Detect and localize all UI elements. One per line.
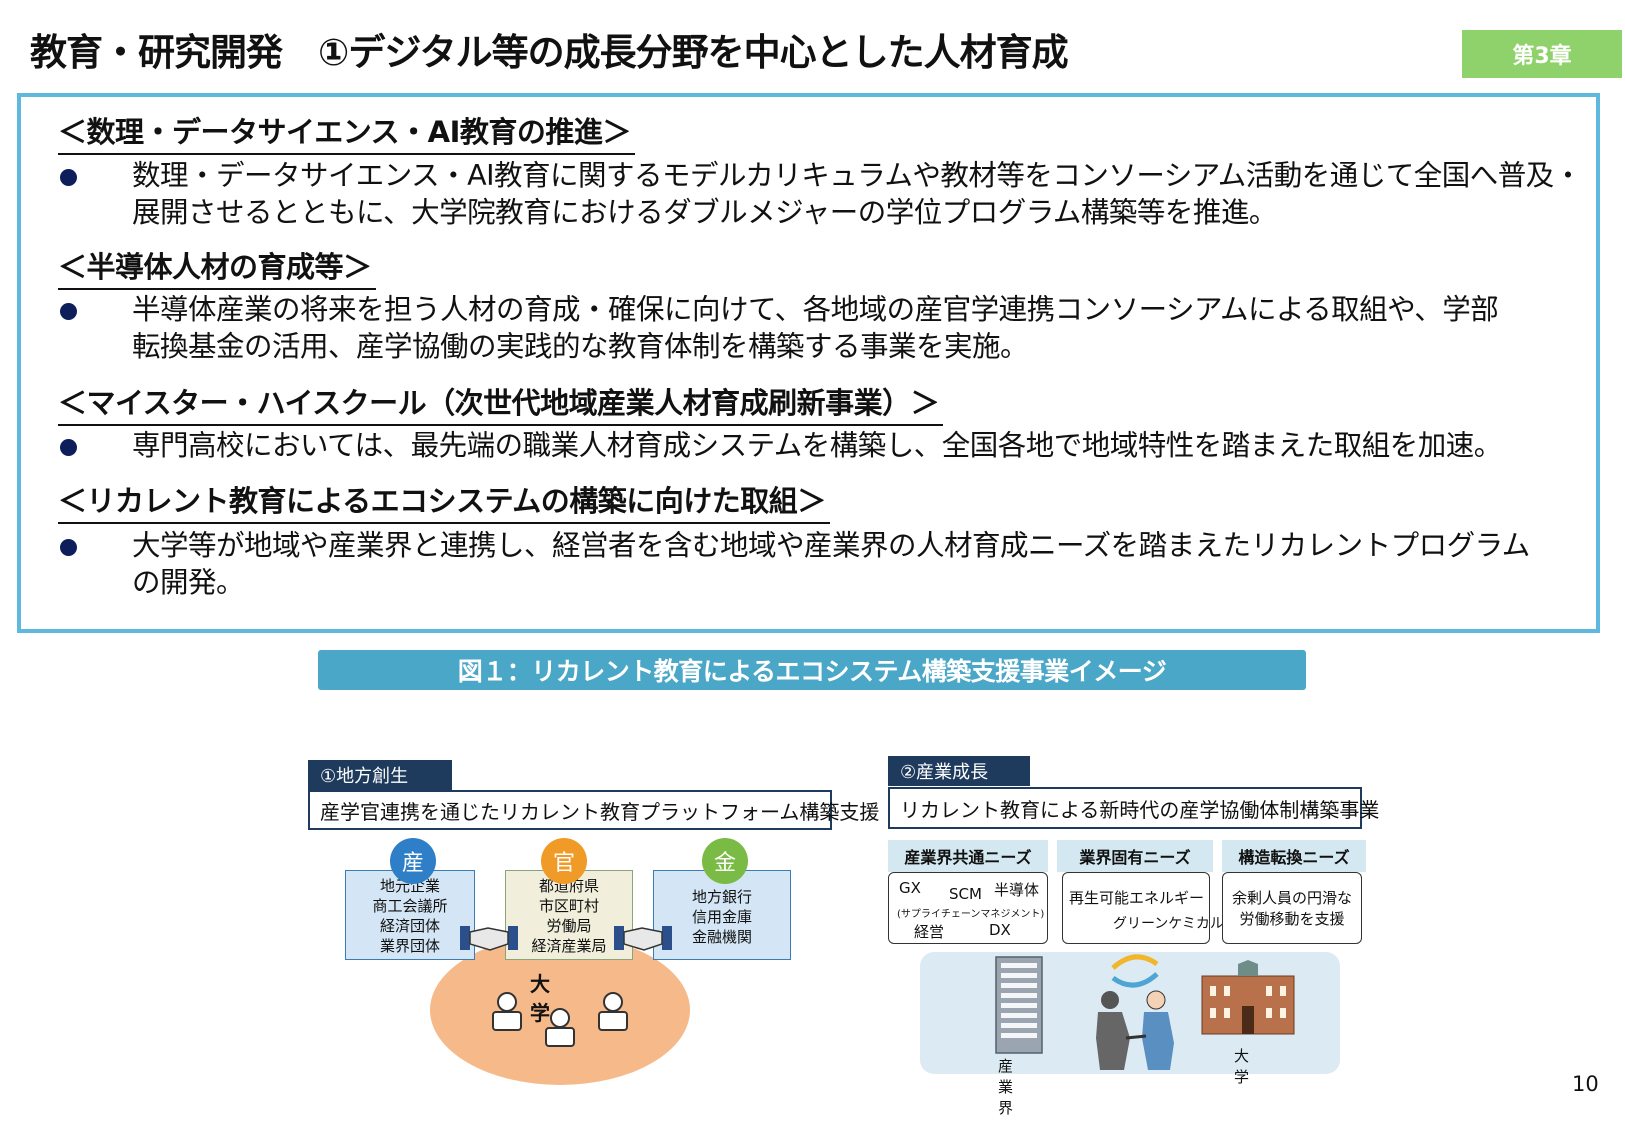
org-item: 地元企業 bbox=[379, 877, 440, 895]
org-item: 地方銀行 bbox=[691, 888, 752, 906]
needs-heading: 産業界共通ニーズ bbox=[888, 840, 1048, 872]
needs-item: 余剰人員の円滑な bbox=[1231, 889, 1352, 907]
chapter-badge: 第3章 bbox=[1462, 30, 1622, 78]
diagram-tab-label: ①地方創生 bbox=[308, 760, 452, 790]
figure-caption: 図１：リカレント教育によるエコシステム構築支援事業イメージ bbox=[318, 650, 1306, 690]
section-heading-math-ds-ai: ＜数理・データサイエンス・AI教育の推進＞ bbox=[58, 109, 635, 155]
needs-item: 労働移動を支援 bbox=[1239, 910, 1345, 928]
page-number: 10 bbox=[1572, 1072, 1599, 1096]
bullet-line: 数理・データサイエンス・AI教育に関するモデルカリキュラムや教材等をコンソーシア… bbox=[132, 159, 1582, 192]
needs-item: GX bbox=[899, 879, 921, 897]
org-item: 業界団体 bbox=[379, 937, 440, 955]
section-heading-meister-highschool: ＜マイスター・ハイスクール（次世代地域産業人材育成刷新事業）＞ bbox=[58, 380, 944, 426]
circle-industry-icon: 産 bbox=[390, 838, 436, 884]
bullet-dot-icon bbox=[60, 169, 77, 186]
org-item: 労働局 bbox=[546, 917, 592, 935]
university-label: 大学 bbox=[1234, 1047, 1250, 1086]
students-icon bbox=[492, 992, 628, 1047]
needs-item: 経営 bbox=[914, 923, 945, 941]
university-building-icon bbox=[1201, 960, 1295, 1035]
org-item: 金融機関 bbox=[691, 928, 752, 946]
bullet-line: 大学等が地域や産業界と連携し、経営者を含む地域や産業界の人材育成ニーズを踏まえた… bbox=[132, 529, 1530, 562]
diagram-tab-label: ②産業成長 bbox=[888, 756, 1030, 786]
needs-item: 再生可能エネルギー bbox=[1069, 889, 1205, 907]
needs-box-industry-specific: 再生可能エネルギー グリーンケミカル bbox=[1062, 872, 1224, 944]
needs-heading: 構造転換ニーズ bbox=[1222, 840, 1366, 872]
office-building-icon bbox=[995, 956, 1043, 1054]
page-title: 教育・研究開発 ①デジタル等の成長分野を中心とした人材育成 bbox=[30, 31, 1069, 74]
bullet-line: 専門高校においては、最先端の職業人材育成システムを構築し、全国各地で地域特性を踏… bbox=[132, 429, 1502, 462]
university-label: 大学 bbox=[530, 972, 550, 1025]
needs-item: (サプライチェーンマネジメント) bbox=[897, 909, 1045, 920]
org-item: 商工会議所 bbox=[372, 897, 448, 915]
needs-item: グリーンケミカル bbox=[1113, 916, 1224, 932]
bullet-line: 展開させるとともに、大学院教育におけるダブルメジャーの学位プログラム構築等を推進… bbox=[132, 196, 1277, 229]
needs-box-structural: 余剰人員の円滑な 労働移動を支援 bbox=[1222, 872, 1362, 944]
bullet-line: の開発。 bbox=[132, 566, 245, 599]
bullet-dot-icon bbox=[60, 539, 77, 556]
bullet-line: 転換基金の活用、産学協働の実践的な教育体制を構築する事業を実施。 bbox=[132, 330, 1029, 363]
circle-finance-icon: 金 bbox=[702, 838, 748, 884]
needs-item: DX bbox=[989, 921, 1011, 939]
handshake-icon bbox=[460, 926, 518, 951]
needs-heading: 業界固有ニーズ bbox=[1057, 840, 1213, 872]
bullet-dot-icon bbox=[60, 303, 77, 320]
bullet-item: 数理・データサイエンス・AI教育に関するモデルカリキュラムや教材等をコンソーシア… bbox=[58, 157, 1598, 231]
bullet-line: 半導体産業の将来を担う人材の育成・確保に向けて、各地域の産官学連携コンソーシアム… bbox=[132, 293, 1499, 326]
needs-item: 半導体 bbox=[994, 881, 1040, 899]
handshake-icon bbox=[614, 926, 672, 951]
org-item: 経済団体 bbox=[379, 917, 440, 935]
content-box: ＜数理・データサイエンス・AI教育の推進＞ 数理・データサイエンス・AI教育に関… bbox=[17, 93, 1600, 633]
circle-government-icon: 官 bbox=[541, 838, 587, 884]
bullet-item: 大学等が地域や産業界と連携し、経営者を含む地域や産業界の人材育成ニーズを踏まえた… bbox=[58, 527, 1598, 601]
section-heading-semiconductor: ＜半導体人材の育成等＞ bbox=[58, 244, 376, 290]
org-item: 市区町村 bbox=[538, 897, 599, 915]
section-heading-recurrent-education: ＜リカレント教育によるエコシステムの構築に向けた取組＞ bbox=[58, 478, 830, 524]
needs-item: SCM bbox=[949, 885, 982, 903]
bullet-item: 半導体産業の将来を担う人材の育成・確保に向けて、各地域の産官学連携コンソーシアム… bbox=[58, 291, 1598, 365]
people-handshake-icon bbox=[1096, 990, 1174, 1070]
exchange-arrows-icon bbox=[1111, 954, 1159, 988]
diagram-title: リカレント教育による新時代の産学協働体制構築事業 bbox=[888, 787, 1379, 829]
org-item: 信用金庫 bbox=[691, 908, 752, 926]
org-box-finance: 地方銀行 信用金庫 金融機関 bbox=[653, 870, 791, 960]
bullet-dot-icon bbox=[60, 439, 77, 456]
needs-box-common: GX SCM 半導体 (サプライチェーンマネジメント) 経営 DX bbox=[888, 872, 1048, 944]
bullet-item: 専門高校においては、最先端の職業人材育成システムを構築し、全国各地で地域特性を踏… bbox=[58, 427, 1598, 464]
diagram-title: 産学官連携を通じたリカレント教育プラットフォーム構築支援 bbox=[308, 790, 879, 830]
industry-label: 産業界 bbox=[998, 1057, 1014, 1117]
org-box-industry: 地元企業 商工会議所 経済団体 業界団体 bbox=[345, 870, 475, 960]
org-item: 経済産業局 bbox=[531, 937, 607, 955]
